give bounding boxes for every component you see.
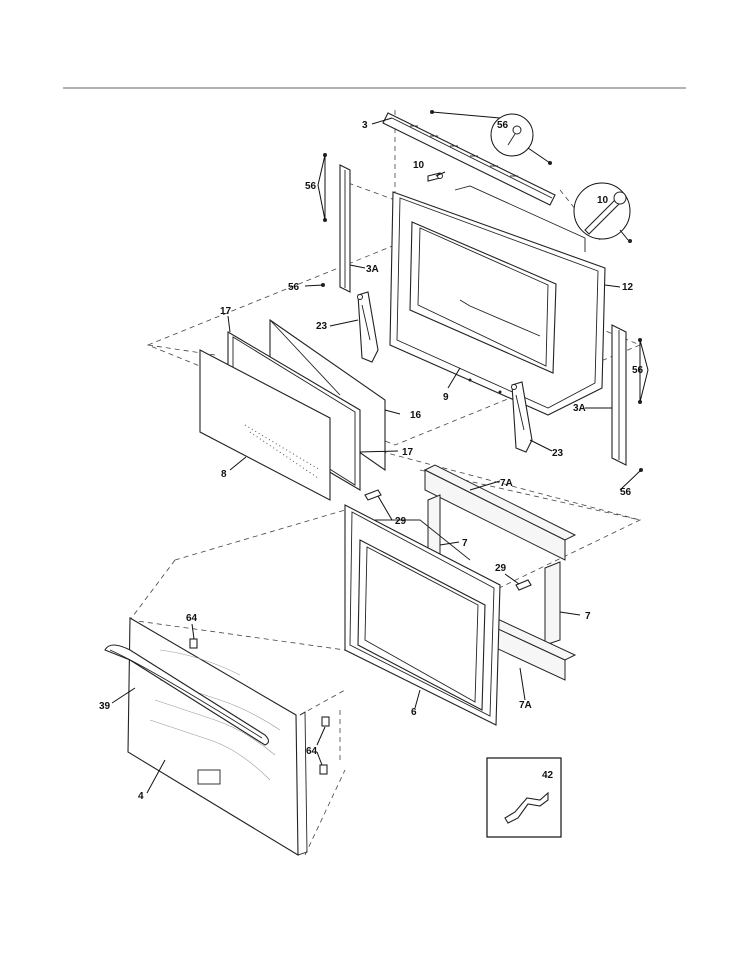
label-56-left: 56 [305, 181, 317, 192]
label-7-left: 7 [462, 538, 468, 549]
label-16: 16 [410, 410, 422, 421]
part-3-top-trim [382, 112, 556, 206]
part-64-clip-bottom [319, 764, 328, 775]
label-23-left: 23 [316, 321, 328, 332]
part-4-outer-door-panel [127, 617, 308, 856]
label-12: 12 [622, 282, 634, 293]
label-39: 39 [99, 701, 111, 712]
label-7A-top: 7A [500, 478, 513, 489]
part-7-insulation-right [544, 561, 561, 646]
label-10-callout: 10 [597, 195, 609, 206]
part-64-clip-mid [321, 716, 330, 727]
leader-lines [111, 117, 649, 794]
label-17-top: 17 [220, 306, 232, 317]
part-12-inner-liner [389, 185, 606, 416]
callout-56-screw [490, 113, 534, 157]
label-29-right: 29 [495, 563, 507, 574]
part-29-pin-right [515, 579, 532, 591]
label-23-right: 23 [552, 448, 564, 459]
part-29-pin-left [364, 489, 382, 501]
screw-56-top [430, 110, 552, 165]
label-8: 8 [221, 469, 227, 480]
label-64-bottom: 64 [306, 746, 318, 757]
part-42-inset [486, 757, 562, 838]
label-56-mid: 56 [288, 282, 300, 293]
label-29-left: 29 [395, 516, 407, 527]
label-56-right: 56 [632, 365, 644, 376]
label-6: 6 [411, 707, 417, 718]
label-3A-right: 3A [573, 403, 586, 414]
label-42: 42 [542, 770, 554, 781]
label-3: 3 [362, 120, 368, 131]
part-labels: 3 56 10 10 56 3A 12 56 17 23 9 56 3A 16 … [99, 120, 644, 802]
callout-10-bolt [573, 182, 632, 243]
part-3A-right-bracket [611, 324, 643, 472]
part-23-hinge-right [511, 381, 533, 453]
label-17-bottom: 17 [402, 447, 414, 458]
part-3A-left-bracket [321, 153, 351, 293]
part-39-handle [104, 644, 270, 746]
part-8-glass-front [199, 349, 331, 501]
part-64-clip-top [189, 638, 198, 649]
label-7-right: 7 [585, 611, 591, 622]
label-56-bottom: 56 [620, 487, 632, 498]
label-9: 9 [443, 392, 449, 403]
label-10-top: 10 [413, 160, 425, 171]
part-6-outer-frame [344, 504, 501, 726]
label-4: 4 [138, 791, 144, 802]
label-56-top: 56 [497, 120, 509, 131]
label-7A-bottom: 7A [519, 700, 532, 711]
label-3A-left: 3A [366, 264, 379, 275]
part-7A-insulation-top [423, 464, 577, 561]
part-23-hinge-left [357, 291, 379, 363]
label-64-top: 64 [186, 613, 198, 624]
